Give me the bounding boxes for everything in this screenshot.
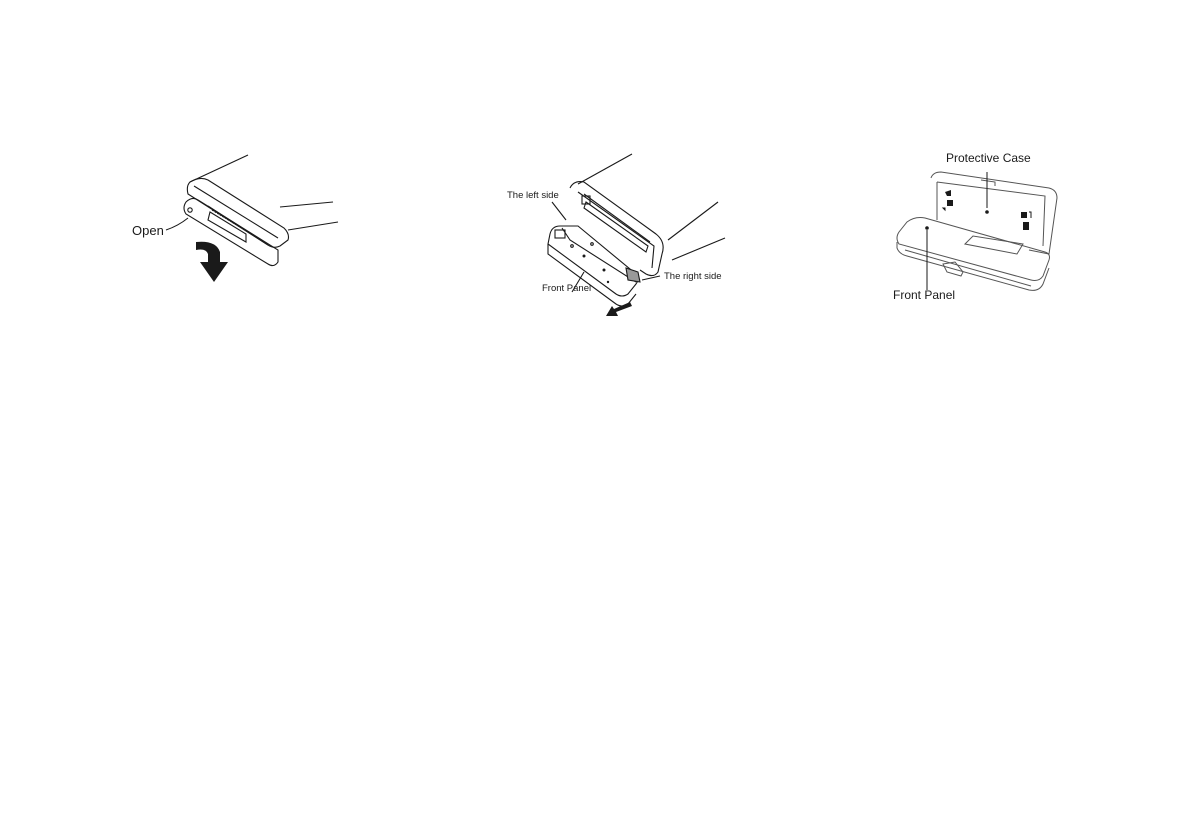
label-right-side: The right side (664, 271, 722, 282)
case-illustration (896, 171, 1058, 291)
label-front-panel: Front Panel (542, 283, 592, 294)
figure-open-panel: Open (128, 150, 339, 282)
figure-detach-panel: The left side The right side Front Panel (500, 150, 730, 320)
label-front-panel: Front Panel (893, 288, 956, 302)
label-protective-case: Protective Case (946, 151, 1031, 165)
label-left-side: The left side (507, 190, 559, 201)
unit-detach-illustration (547, 153, 726, 307)
unit-open-illustration (165, 154, 339, 267)
figure-protective-case: Protective Case Front Panel (885, 150, 1070, 305)
curved-down-arrow-icon (196, 241, 228, 282)
label-open: Open (132, 223, 164, 238)
pull-arrow-icon (606, 302, 632, 316)
